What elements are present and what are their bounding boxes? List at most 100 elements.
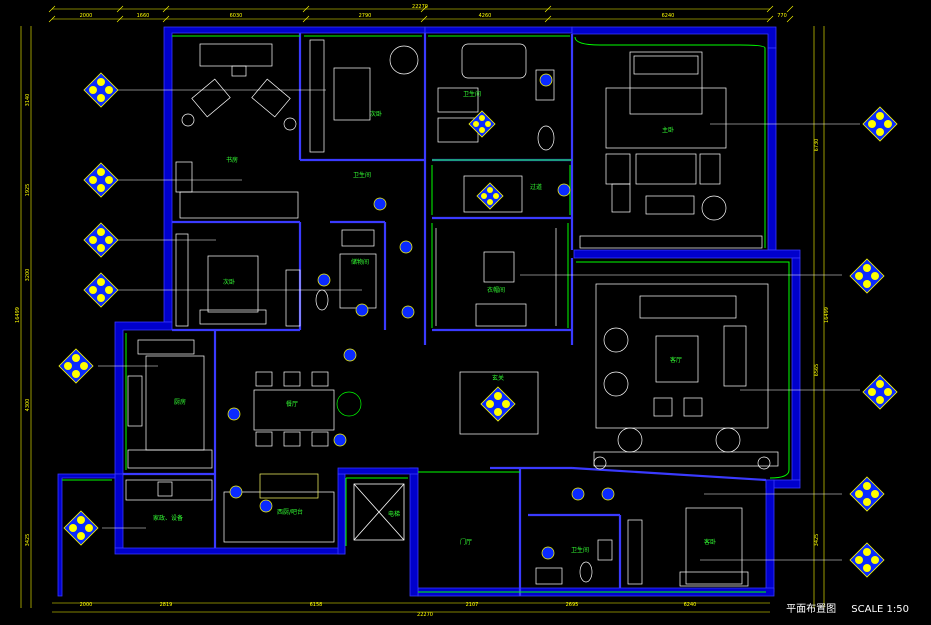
dimension-ticks [48, 5, 794, 23]
left-dim-1: 3140 [25, 94, 31, 107]
title-block: 平面布置图 SCALE 1:50 [786, 600, 921, 615]
elevation-index-tag [83, 222, 119, 258]
dimension-tick [420, 15, 428, 23]
elevation-index-tag [849, 258, 885, 294]
elevation-index-tag [571, 487, 585, 501]
dimension-tick [786, 15, 794, 23]
top-dim-4: 2790 [359, 13, 372, 19]
elevation-index-tag [229, 485, 243, 499]
room-label-bath-b: 卫生间 [353, 171, 371, 179]
elevation-index-tag [539, 73, 553, 87]
room-label-foyer: 门厅 [460, 538, 472, 546]
elevation-index-tag [480, 386, 516, 422]
dimension-tick [302, 15, 310, 23]
top-dim-7: 770 [777, 13, 787, 19]
elevation-index-tag [862, 106, 898, 142]
furniture [125, 39, 779, 587]
elevation-index-tag [557, 183, 571, 197]
small-section-tags [227, 73, 615, 560]
elevation-index-tag [317, 273, 331, 287]
elevation-index-tag [849, 476, 885, 512]
elevation-index-tag [476, 182, 504, 210]
bottom-dim-6: 6240 [684, 602, 697, 608]
left-total-dimension: 16499 [15, 307, 21, 323]
left-dim-2: 1925 [25, 184, 31, 197]
top-total-dimension: 22270 [412, 4, 428, 10]
dimension-tick [162, 15, 170, 23]
dimension-tick [766, 15, 774, 23]
dimension-tick [162, 5, 170, 13]
drawing-scale: SCALE 1:50 [851, 604, 909, 615]
elevation-index-tag [355, 303, 369, 317]
room-label-second-bedroom-b: 次卧 [223, 278, 235, 286]
elevation-index-tag [58, 348, 94, 384]
room-label-bath-a: 卫生间 [463, 90, 481, 98]
top-dim-3: 6030 [230, 13, 243, 19]
elevator-shaft [353, 483, 405, 541]
left-dim-3: 3200 [25, 269, 31, 282]
dimension-tick [116, 15, 124, 23]
interior-partitions [123, 33, 767, 596]
elevation-index-tag [343, 348, 357, 362]
room-label-kitchen: 厨房 [174, 398, 186, 406]
elevation-index-tag [83, 72, 119, 108]
bottom-dim-4: 2107 [466, 602, 479, 608]
elevation-index-tag [401, 305, 415, 319]
elevation-index-tag [63, 510, 99, 546]
top-dim-1: 2000 [80, 13, 93, 19]
elevation-index-tag [333, 433, 347, 447]
room-label-guest-bath: 卫生间 [571, 546, 589, 554]
top-dim-5: 4260 [479, 13, 492, 19]
room-label-second-bedroom-a: 次卧 [370, 110, 382, 118]
dimension-tick [420, 5, 428, 13]
dimension-tick [766, 5, 774, 13]
elevation-index-tag [373, 197, 387, 211]
right-total-dimension: 16499 [824, 307, 830, 323]
elevation-index-tag [862, 374, 898, 410]
room-label-cloakroom: 衣帽间 [487, 286, 505, 294]
elevation-index-tag [227, 407, 241, 421]
bottom-dim-2: 2819 [160, 602, 173, 608]
room-label-master-bedroom: 主卧 [662, 126, 674, 134]
elevation-tags [58, 72, 898, 578]
drawing-title: 平面布置图 [786, 604, 837, 615]
room-label-guest-bedroom: 客卧 [704, 538, 716, 546]
room-label-dining: 餐厅 [286, 400, 298, 408]
elevation-index-tag [468, 110, 496, 138]
room-label-elevator: 电梯 [388, 510, 400, 518]
bottom-total-dimension: 22270 [417, 612, 433, 618]
dimension-tick [544, 5, 552, 13]
right-dim-3: 3425 [814, 534, 820, 547]
left-dim-5: 3425 [25, 534, 31, 547]
left-dim-4: 4300 [25, 399, 31, 412]
top-dim-2: 1660 [137, 13, 150, 19]
room-label-living: 客厅 [670, 356, 682, 364]
dimension-tick [48, 5, 56, 13]
room-label-wet-bar: 西厨/吧台 [277, 508, 303, 516]
room-label-storage: 储物间 [351, 258, 369, 266]
elevation-index-tag [601, 487, 615, 501]
dimension-tick [116, 5, 124, 13]
tag-leader-lines [98, 89, 860, 561]
room-label-laundry: 家政、设备 [153, 514, 183, 522]
top-dim-6: 6240 [662, 13, 675, 19]
bottom-dim-3: 6158 [310, 602, 323, 608]
room-label-corridor: 过道 [530, 183, 542, 191]
elevation-index-tag [849, 542, 885, 578]
elevation-index-tag [83, 162, 119, 198]
elevation-index-tag [83, 272, 119, 308]
room-labels: 书房 次卧 卫生间 主卧 卫生间 过道 次卧 衣帽间 储物间 厨房 餐厅 客厅 … [153, 90, 716, 554]
elevation-index-tag [541, 546, 555, 560]
dimension-tick [48, 15, 56, 23]
dimension-tick [302, 5, 310, 13]
room-label-hall: 玄关 [492, 374, 504, 382]
windows-glazing [62, 35, 790, 593]
right-dim-2: 6565 [814, 364, 820, 377]
elevation-index-tag [259, 499, 273, 513]
bottom-dim-1: 2000 [80, 602, 93, 608]
dimension-tick [544, 15, 552, 23]
right-dim-1: 6730 [814, 139, 820, 152]
room-label-study: 书房 [226, 156, 238, 164]
